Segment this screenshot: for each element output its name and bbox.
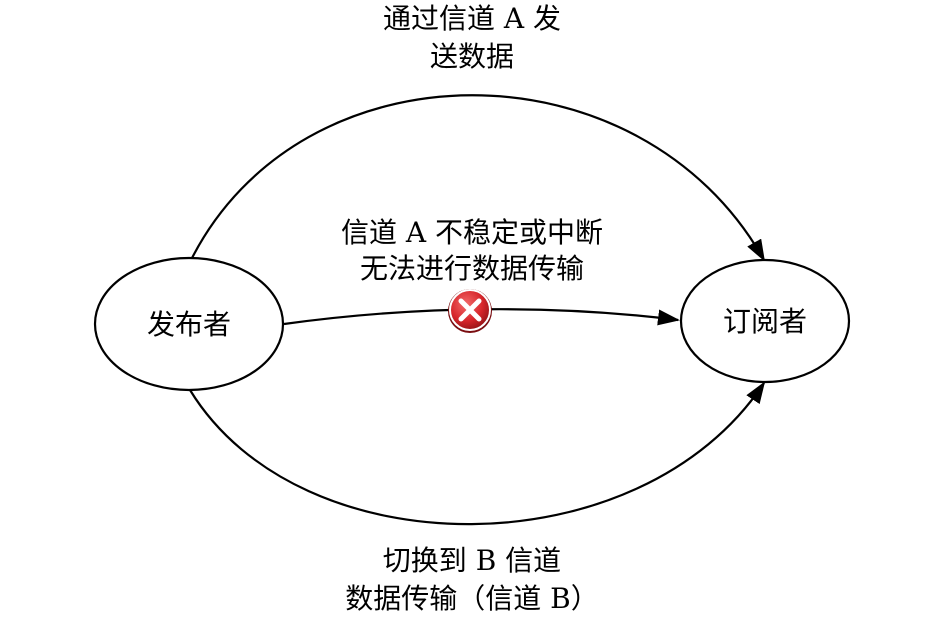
edge-channel-a <box>189 94 765 263</box>
channel-a-label-line2: 送数据 <box>430 40 514 73</box>
broken-label-line2: 无法进行数据传输 <box>360 252 584 285</box>
publisher-node: 发布者 <box>93 256 285 392</box>
broken-label-line1: 信道 A 不稳定或中断 <box>341 216 603 249</box>
subscriber-label: 订阅者 <box>723 305 807 338</box>
channel-a-label-line1: 通过信道 A 发 <box>383 2 561 35</box>
channel-b-label-line1: 切换到 B 信道 <box>383 544 561 577</box>
subscriber-node: 订阅者 <box>679 258 851 384</box>
channel-b-label-line2: 数据传输（信道 B） <box>345 582 598 615</box>
edge-channel-b <box>189 381 766 526</box>
error-x-icon <box>448 289 492 333</box>
publisher-label: 发布者 <box>147 308 231 341</box>
